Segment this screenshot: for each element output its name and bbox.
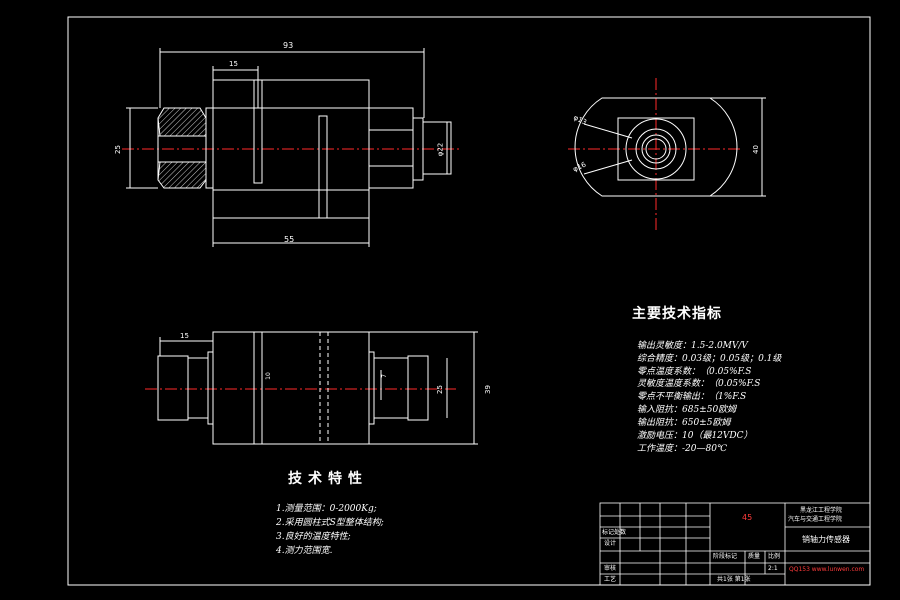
front-view <box>122 48 460 247</box>
feature-item: 3.良好的温度特性; <box>276 532 351 542</box>
title-block-contact: QQ153 www.lunwen.com <box>789 566 865 573</box>
spec-item: 输出灵敏度：1.5-2.0MV/V <box>637 341 748 351</box>
dim-side-height: 40 <box>751 145 760 154</box>
title-block-scale-label: 比例 <box>768 553 781 560</box>
dim-body-length: 55 <box>284 235 295 244</box>
spec-item: 零点温度系数：（0.05%F.S <box>637 367 752 377</box>
title-block-stage-label: 阶段标记 <box>713 553 738 560</box>
spec-item: 工作温度：-20—80℃ <box>637 444 728 454</box>
top-view <box>145 331 478 445</box>
top-body <box>212 331 370 445</box>
title-block-mark-label: 标记处数 <box>602 529 627 536</box>
title-block-school-1: 黑龙江工程学院 <box>800 507 843 514</box>
feature-item: 2.采用圆柱式S型整体结构; <box>276 518 384 528</box>
dim-overall-length: 93 <box>283 41 294 50</box>
title-block-school-2: 汽车与交通工程学院 <box>788 516 843 523</box>
spec-item: 激励电压：10（最12VDC） <box>637 431 753 441</box>
title-block <box>599 502 871 586</box>
title-block-part-name: 销轴力传感器 <box>802 535 850 544</box>
title-block-sheet-info: 共1张 第1张 <box>717 576 751 583</box>
feature-item: 1.测量范围：0-2000Kg; <box>276 504 377 514</box>
dim-lower-inner-height: 25 <box>435 385 444 394</box>
title-block-reviewer-label: 审核 <box>604 565 617 572</box>
left-section-hatch-bottom <box>157 161 207 189</box>
spec-item: 灵敏度温度系数：（0.05%F.S <box>637 379 761 389</box>
side-outer-circle <box>625 118 687 180</box>
features-title: 技术特性 <box>288 471 368 487</box>
title-block-designer-label: 设计 <box>604 540 617 547</box>
spec-item: 输出阻抗：650±5欧姆 <box>637 418 731 428</box>
side-view <box>568 78 766 232</box>
left-section-hatch-top <box>157 107 207 137</box>
dim-lower-shoulder: 15 <box>180 332 189 340</box>
spec-item: 零点不平衡输出：（1%F.S <box>637 392 747 402</box>
title-block-process-label: 工艺 <box>604 576 617 583</box>
dim-right-diameter: φ22 <box>436 142 445 157</box>
dim-lower-outer-height: 39 <box>483 385 492 394</box>
drawing-border <box>67 16 871 586</box>
title-block-material: 45 <box>742 513 753 522</box>
title-block-weight-label: 质量 <box>748 553 761 560</box>
spec-item: 输入阻抗：685±50欧姆 <box>637 405 737 415</box>
dim-left-diameter: 25 <box>113 145 122 154</box>
dim-slot-right: 7 <box>380 374 388 378</box>
dim-slot-left: 10 <box>264 372 272 380</box>
specs-title: 主要技术指标 <box>632 306 722 322</box>
feature-item: 4.测力范围宽. <box>276 546 333 556</box>
spec-item: 综合精度：0.03级；0.05级；0.1级 <box>637 354 782 364</box>
front-slot-right <box>318 115 328 219</box>
dim-shoulder-width: 15 <box>229 60 238 68</box>
title-block-scale-value: 2:1 <box>768 565 778 572</box>
